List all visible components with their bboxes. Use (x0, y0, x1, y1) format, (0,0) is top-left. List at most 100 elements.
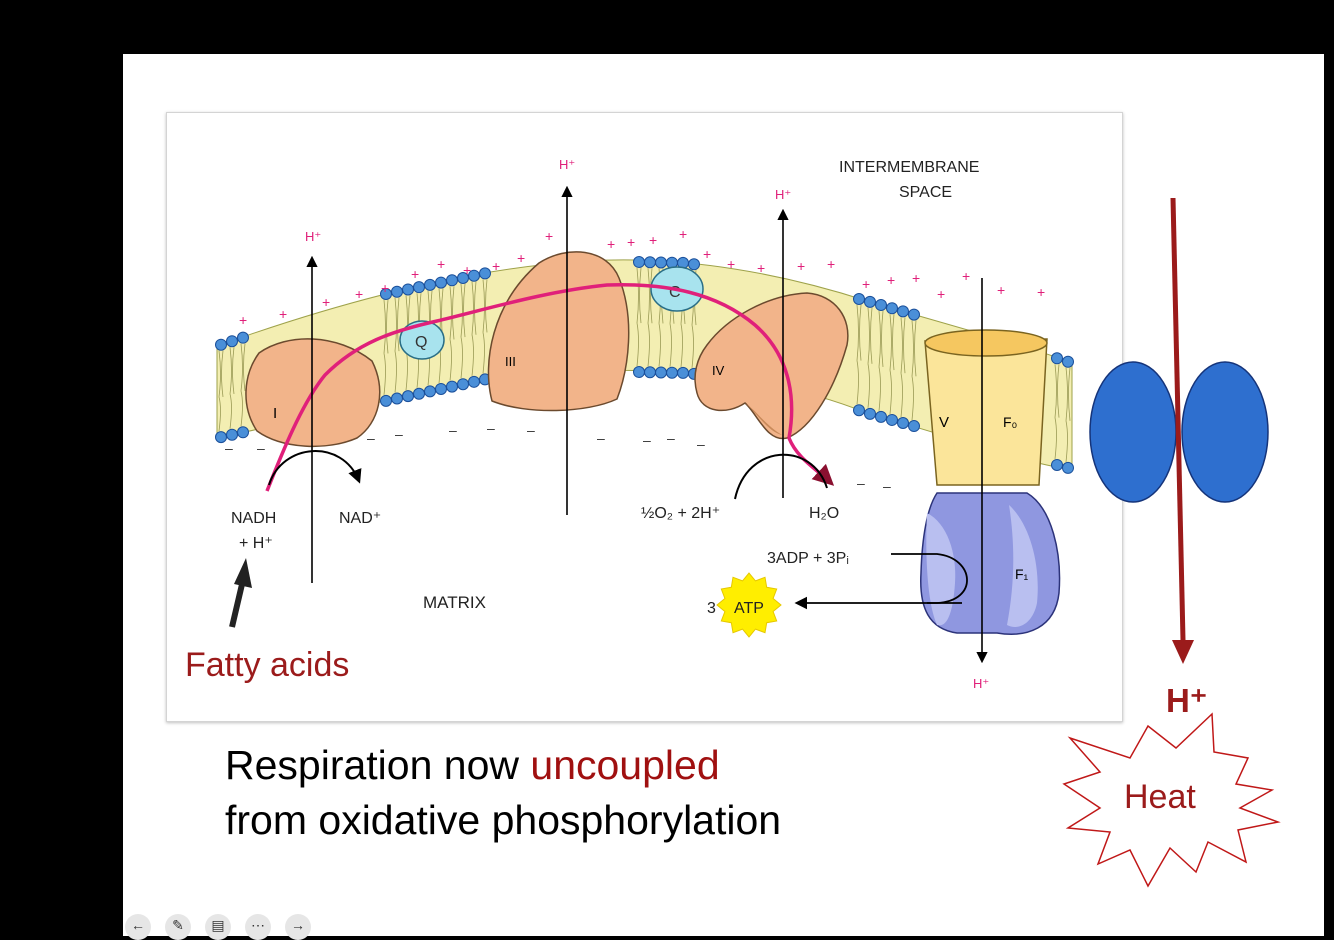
plus-sign: + (411, 266, 419, 282)
fatty-acids-label: Fatty acids (185, 646, 350, 684)
plus-sign: + (239, 312, 247, 328)
lipid-head (864, 295, 876, 308)
atp-label: ATP (734, 600, 764, 617)
plus-sign: + (679, 226, 687, 242)
uncoupler-h-plus: H⁺ (1166, 682, 1207, 719)
minus-sign: – (643, 432, 651, 448)
minus-sign: – (225, 440, 233, 456)
lipid-head (226, 428, 238, 441)
plus-sign: + (322, 294, 330, 310)
lipid-head (226, 335, 238, 348)
minus-sign: – (857, 475, 865, 491)
plus-sign: + (862, 276, 870, 292)
lipid-head (908, 308, 920, 321)
complex-5-label: V (939, 414, 949, 431)
nadh-label-line2: + H⁺ (239, 535, 273, 552)
f1-label: F₁ (1015, 566, 1029, 582)
minus-sign: – (597, 430, 605, 446)
plus-sign: + (797, 258, 805, 274)
h-plus-complex-3: H⁺ (559, 157, 575, 172)
plus-sign: + (937, 286, 945, 302)
menu-icon[interactable]: ⋯ (245, 914, 271, 940)
complex-3 (487, 251, 630, 412)
uncoupler-arrow-head (1172, 640, 1194, 664)
lipid-head (853, 293, 865, 305)
uncoupler-protein-right (1181, 361, 1269, 503)
nadh-label-line1: NADH (231, 510, 276, 527)
minus-sign: – (449, 422, 457, 438)
lipid-head (1062, 461, 1074, 474)
plus-sign: + (827, 256, 835, 272)
plus-sign: + (649, 232, 657, 248)
electron-path (265, 283, 835, 492)
lipid-head (215, 431, 227, 444)
plus-sign: + (727, 256, 735, 272)
lipid-head (479, 267, 491, 280)
h-plus-matrix: H⁺ (973, 676, 989, 691)
plus-sign: + (545, 228, 553, 244)
lipid-head (864, 407, 876, 420)
lipid-head (908, 420, 920, 433)
plus-sign: + (607, 236, 615, 252)
lipid-head (1062, 355, 1074, 368)
h-plus-complex-4: H⁺ (775, 187, 791, 202)
electron-transport-chain-diagram: +++++++++++++++++++++++++++ ––––––––––––… (215, 157, 1074, 691)
heat-burst (1062, 712, 1281, 888)
slide-caption: Respiration now uncoupled from oxidative… (225, 738, 781, 848)
water-curve-arrow (734, 453, 828, 500)
cytochrome-c-label: C (669, 284, 681, 301)
plus-sign: + (463, 262, 471, 278)
fatty-acids-arrow (229, 579, 246, 628)
caption-line1-text: Respiration now (225, 742, 531, 788)
lipid-head (1051, 458, 1063, 471)
lipid-head (875, 299, 887, 312)
minus-sign: – (697, 436, 705, 452)
uncoupler-proton-arrow (1170, 197, 1186, 641)
minus-sign: – (527, 422, 535, 438)
lipid-head (853, 404, 865, 417)
fatty-acids-arrow-head (234, 558, 252, 588)
minus-sign: – (367, 430, 375, 446)
heat-label: Heat (1124, 778, 1196, 816)
atp-star (716, 572, 782, 638)
matrix-label: MATRIX (423, 593, 486, 612)
lipid-head (897, 305, 909, 318)
lipid-head (1051, 352, 1063, 365)
oxygen-reaction-label: ½O₂ + 2H⁺ (641, 505, 720, 522)
forward-icon[interactable]: → (285, 914, 311, 940)
plus-sign: + (627, 234, 635, 250)
plus-sign: + (703, 246, 711, 262)
lipid-head (237, 426, 249, 439)
plus-sign: + (437, 256, 445, 272)
intermembrane-label-line1: INTERMEMBRANE (839, 159, 979, 176)
minus-sign: – (257, 440, 265, 456)
plus-sign: + (1037, 284, 1045, 300)
plus-sign: + (355, 286, 363, 302)
adp-reaction-label: 3ADP + 3Pᵢ (767, 550, 849, 567)
plus-sign: + (517, 250, 525, 266)
plus-sign: + (887, 272, 895, 288)
lipid-head (886, 302, 898, 315)
captions-icon[interactable]: ▤ (205, 914, 231, 940)
plus-sign: + (492, 258, 500, 274)
plus-sign: + (757, 260, 765, 276)
nadh-curve-arrow (268, 450, 362, 486)
quinone-q-label: Q (415, 334, 427, 351)
back-icon[interactable]: ← (125, 914, 151, 940)
h-plus-complex-1: H⁺ (305, 229, 321, 244)
nad-plus-label: NAD⁺ (339, 510, 381, 527)
plus-sign: + (962, 268, 970, 284)
minus-sign: – (883, 478, 891, 494)
lipid-head (886, 413, 898, 426)
slide-toolbar: ← ✎ ▤ ⋯ → (125, 914, 311, 940)
caption-highlight: uncoupled (530, 742, 720, 788)
lipid-head (215, 338, 227, 351)
lipid-head (237, 331, 249, 344)
plus-sign: + (912, 270, 920, 286)
pen-icon[interactable]: ✎ (165, 914, 191, 940)
complex-4-label: IV (712, 363, 725, 378)
lipid-head (688, 258, 700, 271)
minus-sign: – (395, 426, 403, 442)
intermembrane-label-line2: SPACE (899, 184, 952, 201)
